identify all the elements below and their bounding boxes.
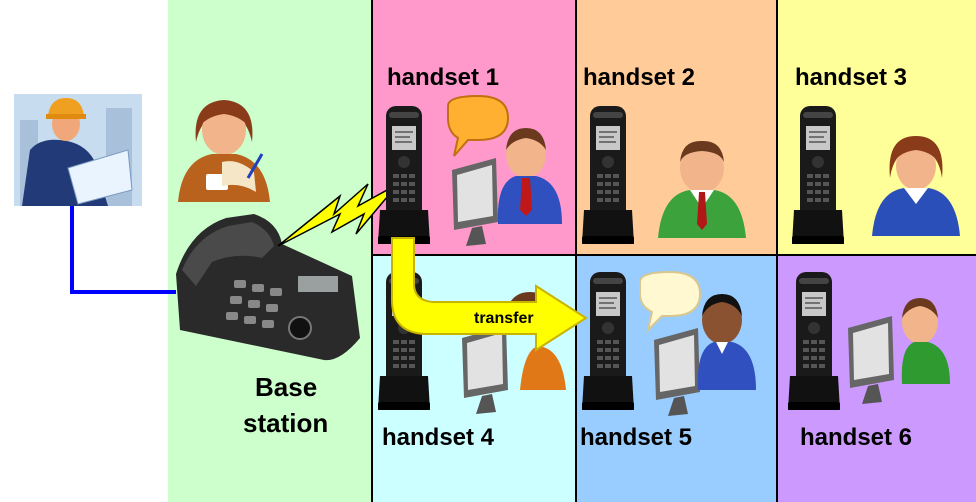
base-station-phone-icon [176,214,360,361]
handset-6-person-icon [901,298,950,384]
speech-bubble-icon [447,94,510,157]
speech-bubble-icon [639,270,702,334]
handset-1-label: handset 1 [387,64,500,91]
grid-lines [371,0,976,502]
handset-5-monitor-icon [654,328,700,416]
handset-1-monitor-icon [452,158,498,246]
base-station-label-line1: Base [255,372,318,402]
handset-5-phone-icon [581,271,635,411]
handset-4-monitor-icon [462,326,508,414]
transfer-arrow [391,237,588,352]
handset-2-person-icon [658,140,746,238]
handset-3-label: handset 3 [795,64,908,91]
base-station-label-line2: station [243,408,329,438]
handset-1-phone-icon [377,105,431,245]
handset-6-phone-icon [787,271,841,411]
handset-3-phone-icon [791,105,845,245]
operator-person-icon [178,100,270,202]
handset-2-phone-icon [581,105,635,245]
handset-5-person-icon [697,294,756,390]
handset-6-label: handset 6 [800,424,913,451]
handset-5-label: handset 5 [580,424,693,451]
phone-line [70,206,176,294]
handset-2-label: handset 2 [583,64,696,91]
handset-4-label: handset 4 [382,424,495,451]
handset-1-person-icon [497,128,562,224]
handset-6-monitor-icon [848,316,894,404]
handset-3-person-icon [872,136,960,236]
transfer-label: transfer [474,310,534,327]
caller-worker-icon [14,94,142,206]
